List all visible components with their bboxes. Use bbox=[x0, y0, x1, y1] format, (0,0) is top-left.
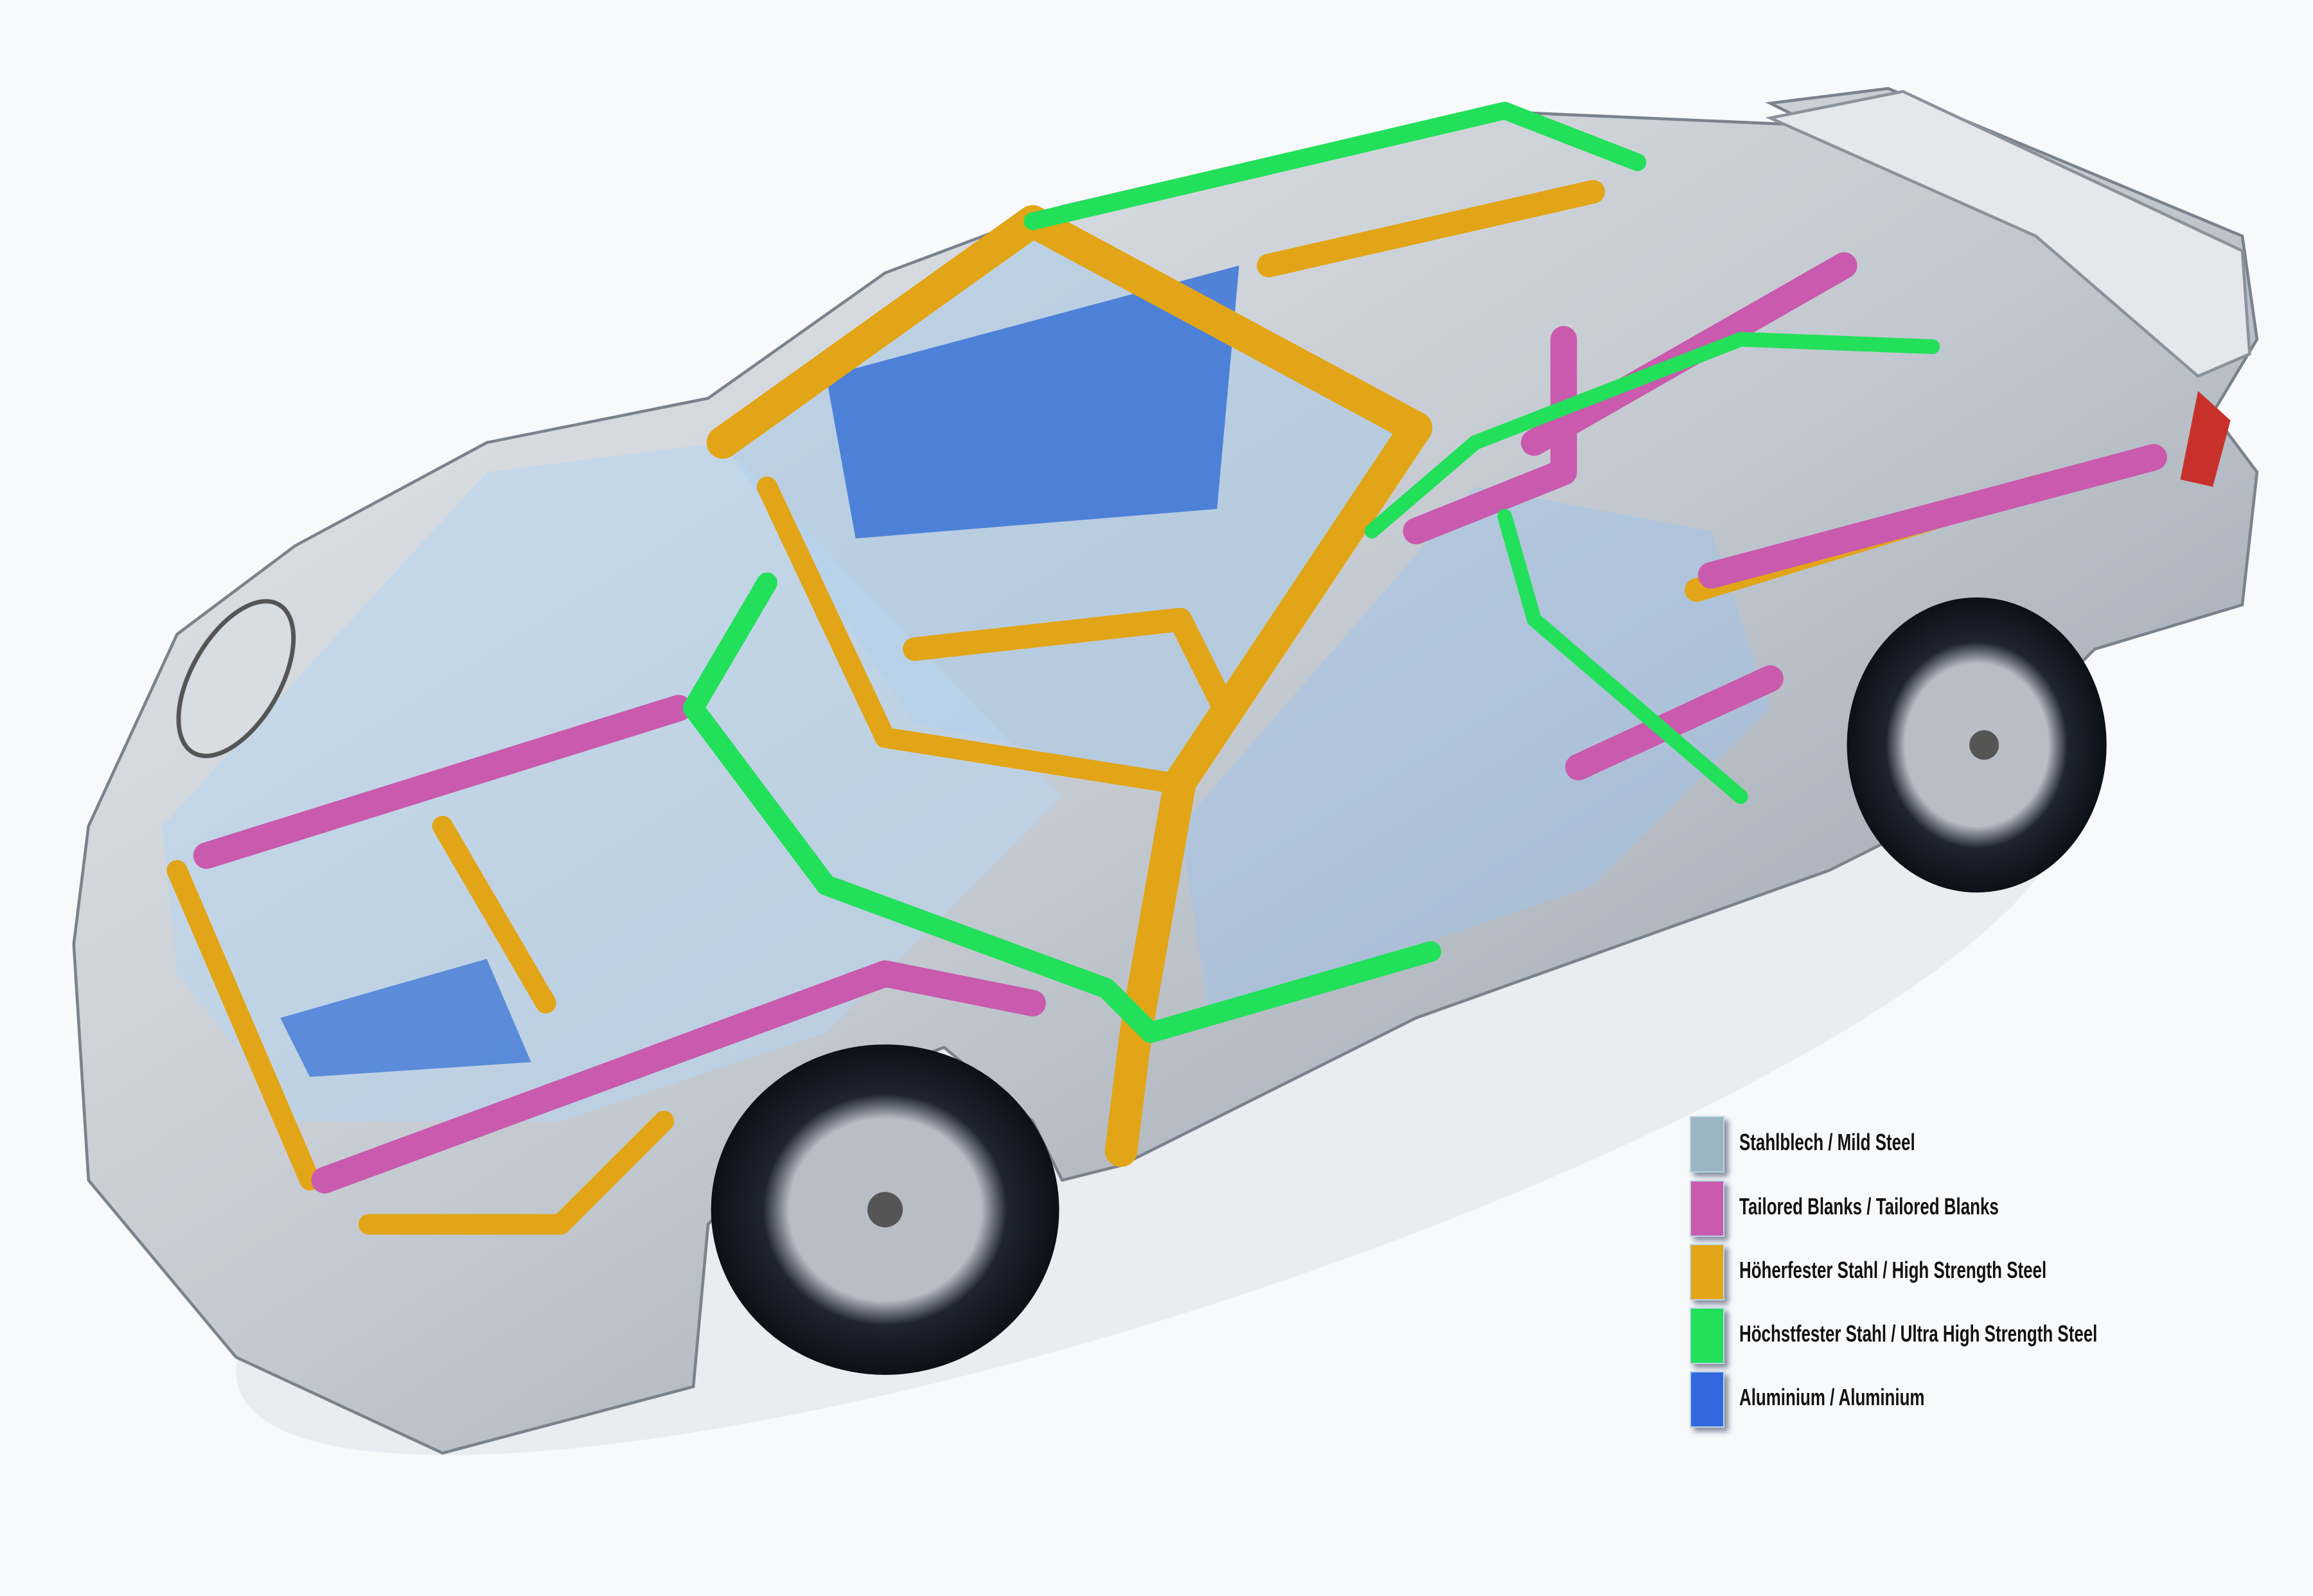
legend-swatch bbox=[1690, 1116, 1724, 1173]
legend-label: Stahlblech / Mild Steel bbox=[1739, 1129, 1915, 1155]
rear-spoiler bbox=[1765, 89, 2251, 378]
legend-item-aluminium: Aluminium / Aluminium bbox=[1690, 1371, 2268, 1428]
high-strength-windshield-frame bbox=[756, 476, 1176, 792]
rear-wheel bbox=[1847, 597, 2107, 893]
legend-swatch bbox=[1690, 1244, 1724, 1300]
legend-item-mild-steel: Stahlblech / Mild Steel bbox=[1690, 1116, 2268, 1173]
tail-light bbox=[2180, 391, 2231, 487]
front-aluminium-panel bbox=[280, 959, 531, 1077]
high-strength-a-pillar-frame bbox=[706, 205, 1433, 1167]
legend-swatch bbox=[1690, 1371, 1724, 1428]
headlight bbox=[176, 599, 296, 758]
legend-label: Tailored Blanks / Tailored Blanks bbox=[1739, 1193, 1999, 1219]
ultra-high-strength-roof-rail bbox=[1024, 102, 1647, 231]
tailored-blank-front-rails bbox=[193, 695, 1046, 1194]
legend-swatch bbox=[1690, 1180, 1724, 1237]
legend-label: Höchstfester Stahl / Ultra High Strength… bbox=[1739, 1320, 2098, 1347]
ultra-high-strength-sill bbox=[683, 572, 1442, 1043]
legend-item-tailored-blanks: Tailored Blanks / Tailored Blanks bbox=[1690, 1180, 2268, 1237]
front-wheel bbox=[711, 1044, 1059, 1375]
legend-swatch bbox=[1690, 1308, 1724, 1364]
legend-label: Aluminium / Aluminium bbox=[1739, 1384, 1925, 1410]
door-aluminium bbox=[826, 265, 1239, 539]
ultra-high-strength-b-pillar bbox=[1364, 332, 1940, 804]
legend-item-ultra-high-strength-steel: Höchstfester Stahl / Ultra High Strength… bbox=[1690, 1308, 2268, 1364]
legend-label: Höherfester Stahl / High Strength Steel bbox=[1739, 1257, 2047, 1283]
legend-item-high-strength-steel: Höherfester Stahl / High Strength Steel bbox=[1690, 1244, 2268, 1300]
high-strength-front-members bbox=[166, 815, 675, 1235]
rear-door-glass bbox=[1180, 486, 1771, 1018]
